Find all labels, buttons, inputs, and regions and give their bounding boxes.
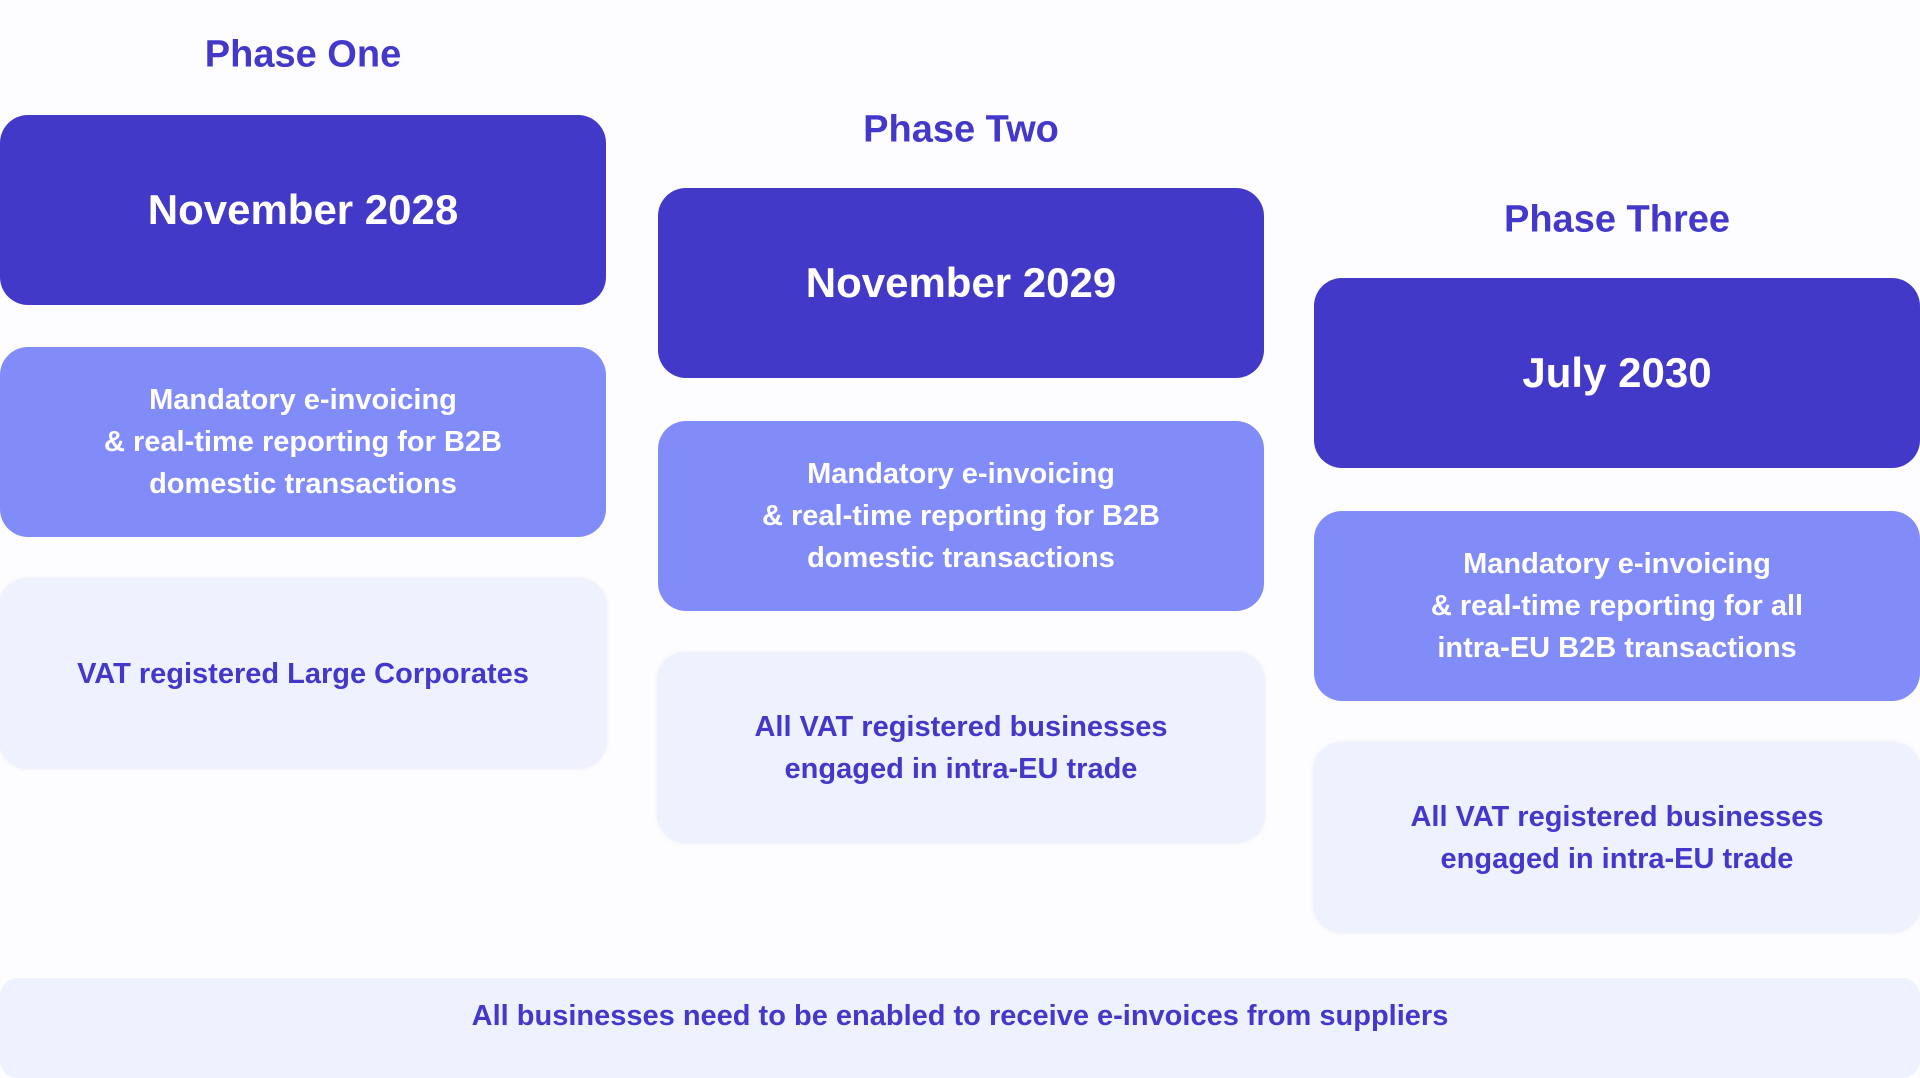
phase-title: Phase One [204, 33, 402, 76]
phase-audience: VAT registered Large Corporates [0, 579, 606, 768]
footer-banner: All businesses need to be enabled to rec… [0, 978, 1920, 1078]
phase-title: Phase Two [863, 108, 1059, 151]
phase-scope: Mandatory e-invoicing & real-time report… [0, 347, 606, 537]
phase-scope: Mandatory e-invoicing & real-time report… [658, 421, 1264, 611]
phase-date: November 2028 [0, 115, 606, 305]
phase-audience: All VAT registered businesses engaged in… [658, 653, 1264, 842]
footer-text: All businesses need to be enabled to rec… [471, 1000, 1449, 1032]
phase-audience: All VAT registered businesses engaged in… [1314, 743, 1920, 932]
phase-date: July 2030 [1314, 278, 1920, 468]
phase-date: November 2029 [658, 188, 1264, 378]
phase-scope: Mandatory e-invoicing & real-time report… [1314, 511, 1920, 701]
phase-title: Phase Three [1504, 198, 1730, 241]
